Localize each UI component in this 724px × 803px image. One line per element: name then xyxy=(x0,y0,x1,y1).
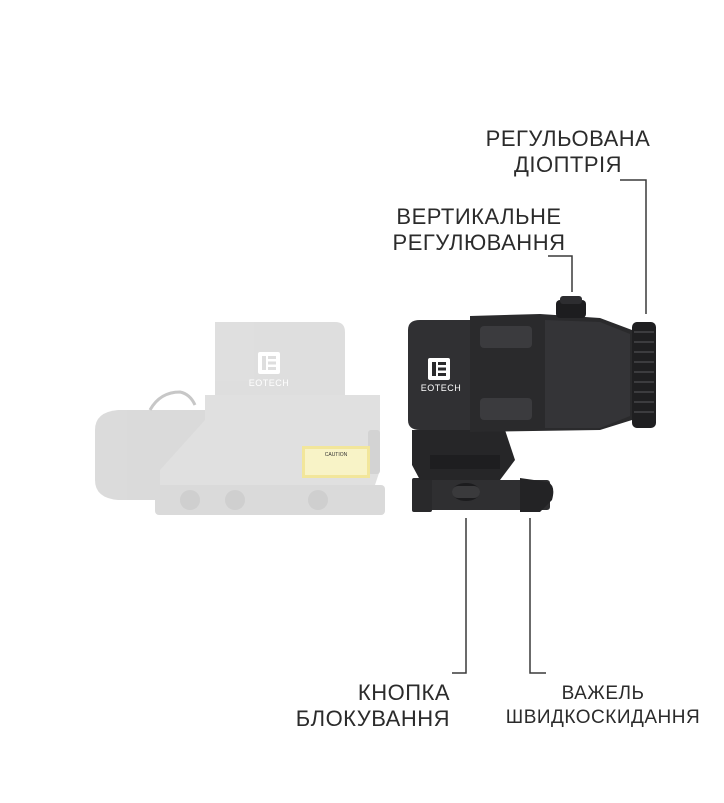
sight-brand-text: EOTECH xyxy=(249,378,290,388)
magnifier-body xyxy=(408,296,656,512)
callout-quick-release: ВАЖЕЛЬ ШВИДКОСКИДАННЯ xyxy=(494,684,712,727)
holographic-sight-ghost xyxy=(95,322,385,515)
caution-label-text: CAUTION xyxy=(325,452,348,458)
callout-lock-button-line1: КНОПКА xyxy=(357,680,450,705)
leader-line-diopter xyxy=(620,179,647,314)
callout-diopter-line2: ДІОПТРІЯ xyxy=(513,152,623,177)
leader-line-quick-release xyxy=(529,518,546,674)
magnifier-brand-text: EOTECH xyxy=(421,383,462,393)
callout-diopter-line1: РЕГУЛЬОВАНА xyxy=(485,126,651,151)
callout-elevation: ВЕРТИКАЛЬНЕ РЕГУЛЮВАННЯ xyxy=(384,206,574,254)
callout-quick-release-line2: ШВИДКОСКИДАННЯ xyxy=(505,707,701,728)
callout-lock-button: КНОПКА БЛОКУВАННЯ xyxy=(290,682,450,730)
callout-lock-button-line2: БЛОКУВАННЯ xyxy=(295,706,450,731)
leader-line-lock-button xyxy=(452,518,467,674)
callout-quick-release-line1: ВАЖЕЛЬ xyxy=(561,683,645,704)
callout-elevation-line2: РЕГУЛЮВАННЯ xyxy=(392,230,566,255)
leader-line-elevation xyxy=(548,255,573,292)
leader-lines xyxy=(452,179,647,674)
callout-elevation-line1: ВЕРТИКАЛЬНЕ xyxy=(396,204,562,229)
callout-diopter: РЕГУЛЬОВАНА ДІОПТРІЯ xyxy=(476,128,660,176)
